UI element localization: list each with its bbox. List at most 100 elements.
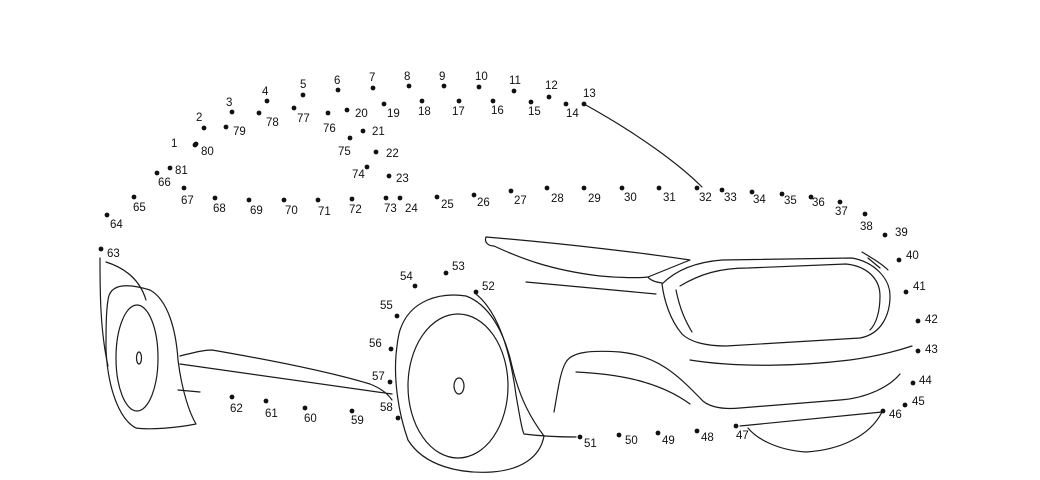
dot-number-label: 41 xyxy=(913,281,926,293)
hood-crease xyxy=(525,276,663,295)
puzzle-dot-63 xyxy=(98,246,104,252)
dot-number-label: 67 xyxy=(181,195,194,207)
dot-number-label: 58 xyxy=(380,402,393,414)
puzzle-dot-14 xyxy=(563,101,569,107)
puzzle-dot-60 xyxy=(302,405,308,411)
dot-number-label: 64 xyxy=(110,219,123,231)
puzzle-dot-50 xyxy=(616,432,622,438)
puzzle-dot-16 xyxy=(490,98,496,104)
dot-number-label: 32 xyxy=(699,192,712,204)
puzzle-dot-79 xyxy=(223,124,229,130)
puzzle-dot-36 xyxy=(808,194,814,200)
car-outline-drawing xyxy=(99,103,913,473)
dot-number-label: 2 xyxy=(196,112,202,124)
dot-number-label: 76 xyxy=(323,123,336,135)
puzzle-dot-59 xyxy=(349,408,355,414)
front-grille-inner xyxy=(675,263,881,333)
puzzle-dot-32 xyxy=(694,185,700,191)
puzzle-dot-68 xyxy=(212,195,218,201)
puzzle-dot-24 xyxy=(397,195,403,201)
dot-number-label: 7 xyxy=(369,72,375,84)
dot-number-label: 49 xyxy=(662,435,675,447)
dot-number-label: 33 xyxy=(724,192,737,204)
puzzle-dot-53 xyxy=(443,270,449,276)
dot-number-label: 23 xyxy=(396,173,409,185)
puzzle-dot-43 xyxy=(915,348,921,354)
puzzle-dot-37 xyxy=(837,199,843,205)
dot-number-label: 44 xyxy=(919,375,932,387)
puzzle-dot-72 xyxy=(349,196,355,202)
front-grille xyxy=(661,257,891,347)
puzzle-dot-27 xyxy=(508,188,514,194)
dot-number-label: 81 xyxy=(175,165,188,177)
puzzle-dot-17 xyxy=(456,98,462,104)
puzzle-dot-2 xyxy=(201,125,207,131)
puzzle-dot-10 xyxy=(476,84,482,90)
dot-number-label: 75 xyxy=(338,146,351,158)
puzzle-dot-71 xyxy=(315,197,321,203)
puzzle-dot-34 xyxy=(749,189,755,195)
puzzle-dot-3 xyxy=(229,109,235,115)
puzzle-dot-77 xyxy=(291,105,297,111)
dot-number-label: 27 xyxy=(514,195,527,207)
puzzle-dot-20 xyxy=(344,107,350,113)
puzzle-dot-41 xyxy=(903,289,909,295)
puzzle-dot-57 xyxy=(387,379,393,385)
puzzle-dot-75 xyxy=(347,135,353,141)
dot-number-label: 13 xyxy=(583,88,596,100)
dot-number-label: 72 xyxy=(349,204,362,216)
dot-number-label: 65 xyxy=(133,202,146,214)
puzzle-dot-48 xyxy=(694,428,700,434)
puzzle-dot-8 xyxy=(406,83,412,89)
dot-number-label: 31 xyxy=(663,192,676,204)
side-skirt xyxy=(177,349,393,401)
puzzle-dot-18 xyxy=(419,98,425,104)
puzzle-dot-25 xyxy=(434,194,440,200)
puzzle-dot-81 xyxy=(167,165,173,171)
dot-number-label: 34 xyxy=(753,194,766,206)
puzzle-dot-70 xyxy=(281,197,287,203)
puzzle-dot-33 xyxy=(719,187,725,193)
roof-rear-line xyxy=(583,103,703,188)
dot-number-label: 24 xyxy=(405,203,418,215)
dot-number-label: 52 xyxy=(482,281,495,293)
dot-number-label: 18 xyxy=(418,106,431,118)
dot-number-label: 43 xyxy=(925,344,938,356)
front-splitter xyxy=(739,411,883,453)
puzzle-dot-21 xyxy=(360,128,366,134)
puzzle-dot-65 xyxy=(131,194,137,200)
puzzle-dot-9 xyxy=(441,83,447,89)
dot-number-label: 63 xyxy=(107,248,120,260)
puzzle-dot-47 xyxy=(733,423,739,429)
puzzle-dot-29 xyxy=(581,185,587,191)
dot-number-label: 73 xyxy=(384,203,397,215)
dot-number-label: 45 xyxy=(912,396,925,408)
puzzle-dot-69 xyxy=(246,197,252,203)
dot-number-label: 59 xyxy=(351,415,364,427)
dot-number-label: 40 xyxy=(906,250,919,262)
puzzle-dot-80 xyxy=(192,142,198,148)
dot-number-label: 80 xyxy=(201,146,214,158)
front-wheel-tire xyxy=(394,294,545,473)
dot-number-label: 55 xyxy=(380,300,393,312)
dot-number-label: 35 xyxy=(784,195,797,207)
puzzle-dot-78 xyxy=(256,110,262,116)
puzzle-dot-40 xyxy=(896,257,902,263)
puzzle-dot-15 xyxy=(528,99,534,105)
puzzle-dot-46 xyxy=(880,408,886,414)
dot-number-label: 12 xyxy=(545,80,558,92)
dot-number-label: 71 xyxy=(318,206,331,218)
puzzle-dot-35 xyxy=(779,191,785,197)
dot-number-label: 8 xyxy=(404,71,410,83)
dot-number-label: 16 xyxy=(491,105,504,117)
puzzle-dot-66 xyxy=(154,170,160,176)
dot-number-label: 39 xyxy=(895,227,908,239)
dot-number-label: 14 xyxy=(566,108,579,120)
dot-number-label: 1 xyxy=(171,138,177,150)
puzzle-dot-45 xyxy=(902,402,908,408)
dot-number-label: 77 xyxy=(297,113,310,125)
dot-number-label: 48 xyxy=(701,432,714,444)
dot-number-label: 17 xyxy=(452,106,465,118)
dot-number-label: 68 xyxy=(213,203,226,215)
